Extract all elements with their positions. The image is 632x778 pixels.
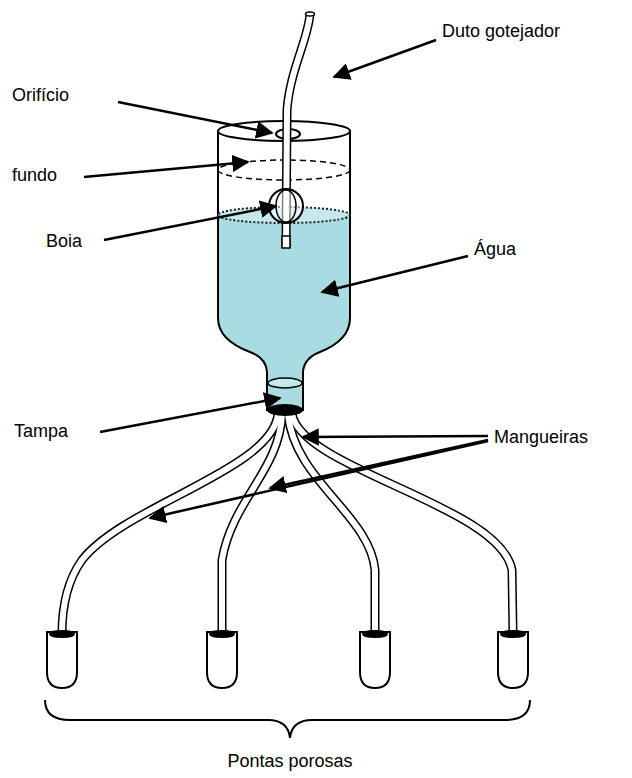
label-orifice: Orifício (12, 86, 69, 106)
label-drip-tube: Duto gotejador (442, 22, 560, 42)
hoses (62, 414, 513, 634)
label-porous-tips: Pontas porosas (227, 752, 352, 772)
label-hoses: Mangueiras (494, 428, 588, 448)
porous-tips (47, 631, 528, 688)
label-bottom: fundo (12, 166, 57, 186)
float (269, 189, 303, 248)
brace (45, 700, 530, 738)
leader-lines (84, 40, 488, 518)
label-cap: Tampa (14, 422, 68, 442)
label-float: Boia (46, 232, 82, 252)
label-water: Água (474, 240, 516, 260)
